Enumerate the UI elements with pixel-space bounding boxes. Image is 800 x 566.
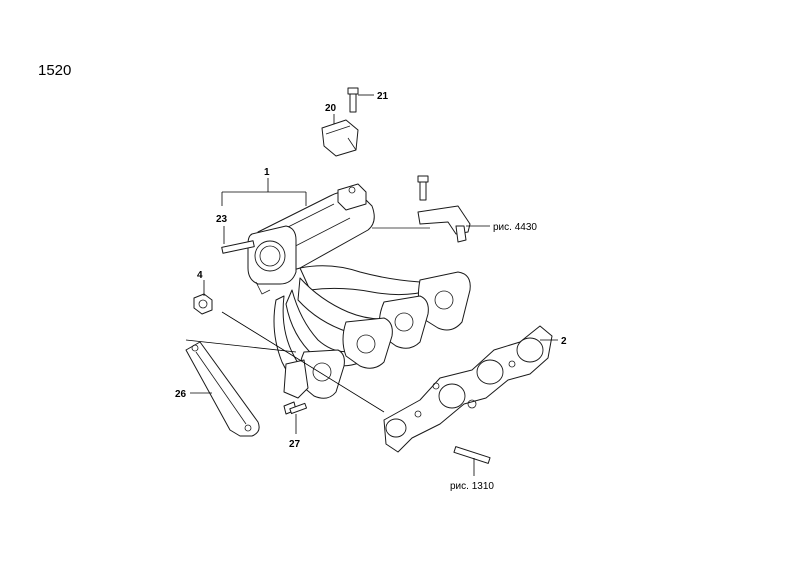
reference-1310: рис. 1310 — [450, 481, 494, 492]
bolt-part-27 — [283, 401, 308, 415]
callout-20: 20 — [325, 103, 337, 114]
stud-1310 — [453, 446, 491, 464]
callout-26: 26 — [175, 389, 187, 400]
bolt-part-21 — [347, 87, 359, 113]
callout-21: 21 — [377, 91, 389, 102]
bolt-bracket — [417, 175, 429, 201]
gasket-part-2 — [383, 325, 553, 453]
strut-part-26 — [185, 341, 260, 437]
callout-1: 1 — [264, 167, 270, 178]
callout-23: 23 — [216, 214, 228, 225]
leader-lines — [185, 94, 558, 476]
nut-part-4 — [193, 293, 213, 315]
sensor-part-20 — [321, 119, 359, 157]
stud-part-23 — [221, 240, 255, 254]
callout-2: 2 — [561, 336, 567, 347]
bracket-4430 — [417, 205, 471, 243]
reference-4430: рис. 4430 — [493, 222, 537, 233]
page-number: 1520 — [38, 62, 71, 79]
callout-27: 27 — [289, 439, 301, 450]
callout-4: 4 — [197, 270, 203, 281]
intake-manifold — [247, 183, 471, 399]
